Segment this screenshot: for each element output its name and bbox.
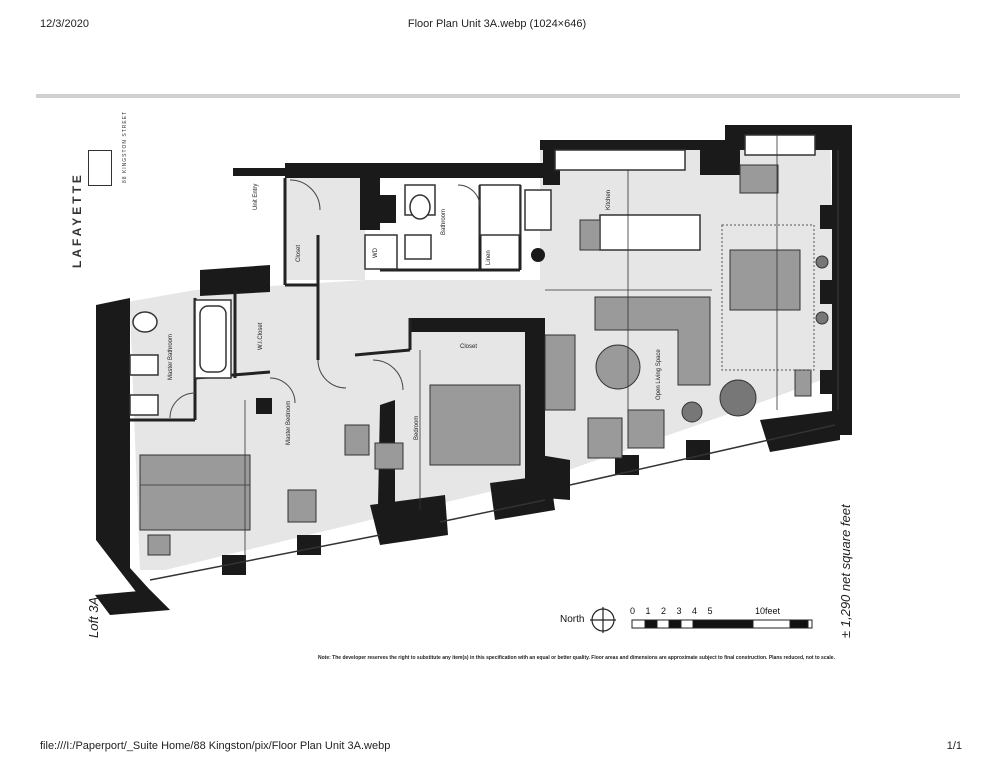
- label-master-bedroom: Master Bedroom: [286, 401, 292, 445]
- label-linen: Linen: [486, 250, 492, 265]
- print-page-number: 1/1: [946, 740, 962, 752]
- label-walkin-closet: W.I.Closet: [258, 322, 264, 350]
- print-date: 12/3/2020: [40, 18, 89, 30]
- scale-bar: [631, 619, 813, 629]
- lofts-logo: [88, 150, 112, 186]
- unit-label: Loft 3A: [86, 596, 101, 638]
- page-top-rule: [36, 94, 960, 98]
- furniture: [139, 164, 812, 556]
- building-name: LAFAYETTE: [70, 172, 84, 268]
- label-bedroom: Bedroom: [414, 416, 420, 440]
- north-symbol: [590, 607, 616, 633]
- scale-feet: 10feet: [755, 606, 781, 616]
- scale-numbers: 0 1 2 3 4 5: [630, 606, 717, 616]
- street-address: 88 KINGSTON STREET: [122, 110, 128, 183]
- print-file-path: file:///I:/Paperport/_Suite Home/88 King…: [40, 740, 391, 752]
- label-bathroom: Bathroom: [441, 209, 447, 235]
- disclaimer-note: Note: The developer reserves the right t…: [318, 655, 835, 661]
- north-label: North: [560, 614, 585, 625]
- label-open-living-space: Open Living Space: [656, 349, 662, 400]
- label-kitchen: Kitchen: [606, 190, 612, 210]
- fixtures: [129, 134, 816, 416]
- label-master-bathroom: Master Bathroom: [168, 334, 174, 380]
- rugs: [721, 224, 815, 371]
- plants: [681, 255, 829, 423]
- label-unit-entry: Unit Entry: [253, 184, 259, 210]
- dimension-lines: [140, 135, 778, 560]
- label-wd: WD: [373, 247, 379, 258]
- door-swings: [169, 179, 481, 419]
- floor-plan: Unit Entry Closet WD Bathroom Linen Kitc…: [95, 125, 852, 633]
- print-title: Floor Plan Unit 3A.webp (1024×646): [407, 18, 587, 30]
- window-line: [149, 150, 839, 581]
- label-closet: Closet: [296, 245, 302, 262]
- area-label: ± 1,290 net square feet: [838, 504, 853, 638]
- label-bedroom-closet: Closet: [460, 344, 477, 350]
